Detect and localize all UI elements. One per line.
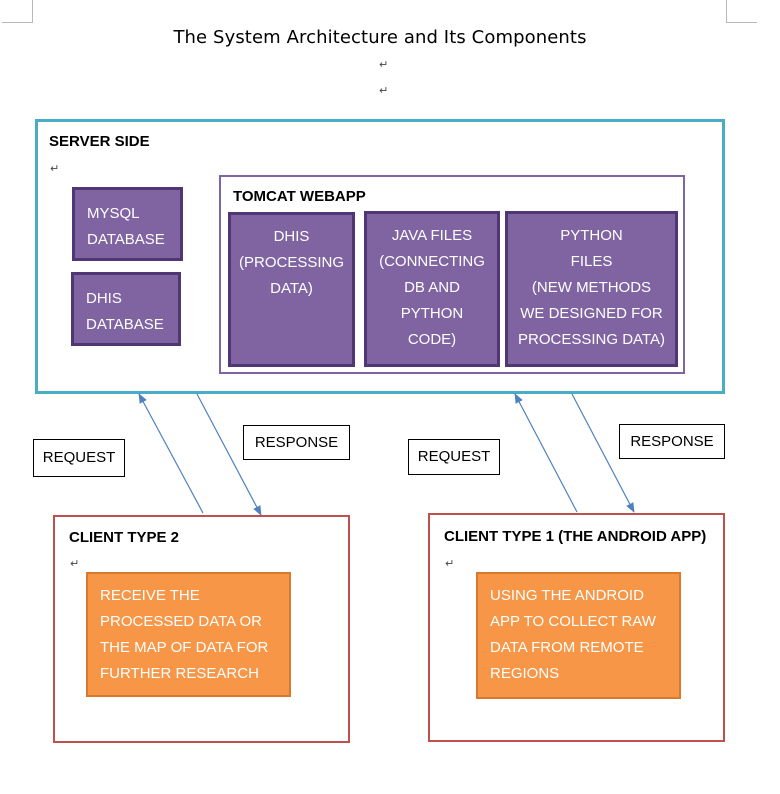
java-files-line: (CONNECTING (379, 253, 485, 270)
dhis-database-line: DATABASE (86, 316, 164, 333)
client-type-2-text-line: FURTHER RESEARCH (100, 665, 259, 682)
paragraph-mark: ↵ (379, 85, 389, 97)
java-files-line: CODE) (407, 331, 457, 348)
client-type-2-text-line: RECEIVE THE (100, 587, 200, 604)
java-files-box: JAVA FILES (CONNECTING DB AND PYTHON COD… (364, 211, 500, 367)
request-arrow-right (514, 393, 578, 513)
python-files-line: FILES (570, 253, 613, 270)
python-files-line: (NEW METHODS (531, 279, 652, 296)
client-type-1-text-line: REGIONS (490, 665, 560, 682)
python-files-box: PYTHON FILES (NEW METHODS WE DESIGNED FO… (505, 211, 678, 367)
server-side-label: SERVER SIDE (49, 133, 150, 150)
paragraph-mark: ↵ (70, 558, 80, 570)
dhis-database-line: DHIS (86, 290, 122, 307)
client-type-1-text-line: DATA FROM REMOTE (490, 639, 644, 656)
client-type-2-description-box: RECEIVE THE PROCESSED DATA OR THE MAP OF… (86, 572, 291, 697)
response-arrow-right (571, 393, 635, 513)
request-label-right: REQUEST (408, 439, 500, 475)
response-label-left: RESPONSE (243, 425, 350, 460)
paragraph-mark: ↵ (445, 558, 455, 570)
response-arrow-left (196, 393, 262, 516)
java-files-line: PYTHON (400, 305, 464, 322)
client-type-2-text-line: PROCESSED DATA OR (100, 613, 262, 630)
dhis-processing-line: DHIS (273, 228, 310, 245)
diagram-title: The System Architecture and Its Componen… (173, 27, 587, 48)
client-type-1-description-box: USING THE ANDROID APP TO COLLECT RAW DAT… (476, 572, 681, 699)
python-files-line: PROCESSING DATA) (518, 331, 665, 348)
java-files-line: DB AND (404, 279, 460, 296)
python-files-line: WE DESIGNED FOR (520, 305, 663, 322)
paragraph-mark: ↵ (379, 59, 389, 71)
mysql-database-box: MYSQL DATABASE (72, 187, 183, 261)
dhis-processing-line: DATA) (270, 280, 313, 297)
dhis-processing-line: (PROCESSING (238, 254, 344, 271)
dhis-processing-box: DHIS (PROCESSING DATA) (228, 212, 355, 367)
client-type-1-text-line: APP TO COLLECT RAW (490, 613, 656, 630)
tomcat-webapp-label: TOMCAT WEBAPP (233, 188, 366, 205)
java-files-line: JAVA FILES (391, 227, 473, 244)
response-label-right: RESPONSE (619, 424, 725, 459)
client-type-1-label: CLIENT TYPE 1 (THE ANDROID APP) (444, 528, 707, 545)
request-arrow-left (138, 393, 204, 514)
client-type-2-label: CLIENT TYPE 2 (69, 529, 180, 546)
dhis-database-box: DHIS DATABASE (71, 272, 181, 346)
paragraph-mark: ↵ (50, 163, 60, 175)
mysql-database-line: DATABASE (87, 231, 165, 248)
client-type-1-text-line: USING THE ANDROID (490, 587, 644, 604)
request-label-left: REQUEST (33, 439, 125, 477)
client-type-2-text-line: THE MAP OF DATA FOR (100, 639, 269, 656)
page-corner-mark-top-left (2, 0, 33, 23)
python-files-line: PYTHON (560, 227, 623, 244)
mysql-database-line: MYSQL (87, 205, 140, 222)
page-corner-mark-top-right (726, 0, 757, 23)
